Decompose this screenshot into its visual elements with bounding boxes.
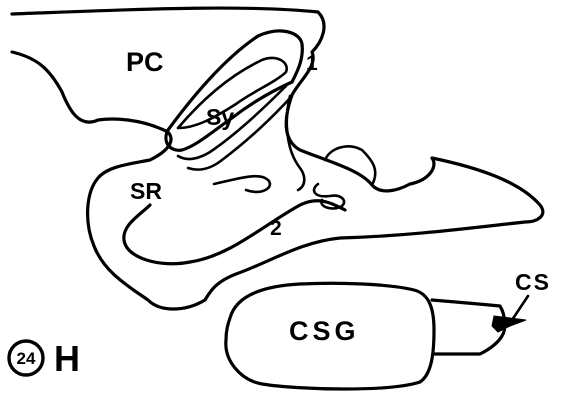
sylvian-fold-outer [164,29,304,152]
figure-letter: H [54,338,80,379]
figure-number: 24 [17,349,36,368]
label-two: 2 [270,217,282,240]
cs-axon-outline [430,298,507,356]
label-cs: CS [515,269,551,295]
sr-fold-outline [212,174,272,194]
main-section-outline [10,6,545,311]
label-sy: Sy [206,104,234,130]
label-csg: CSG [289,316,360,346]
cs-axon-tip [491,315,527,333]
inner-loop-outline [122,199,347,266]
right-lobe-curl [323,145,377,187]
cs-pointer-line [510,294,530,322]
central-sulcus [176,84,288,161]
center-fold-outline [312,182,346,210]
figure-number-circle [7,339,45,377]
label-pc: PC [126,47,164,77]
label-one: 1 [306,52,318,75]
csg-outline [224,281,436,391]
label-sr: SR [130,178,162,204]
central-sulcus-stem [285,94,306,192]
sylvian-fold-inner [176,56,288,130]
central-sulcus-inner [186,94,294,171]
